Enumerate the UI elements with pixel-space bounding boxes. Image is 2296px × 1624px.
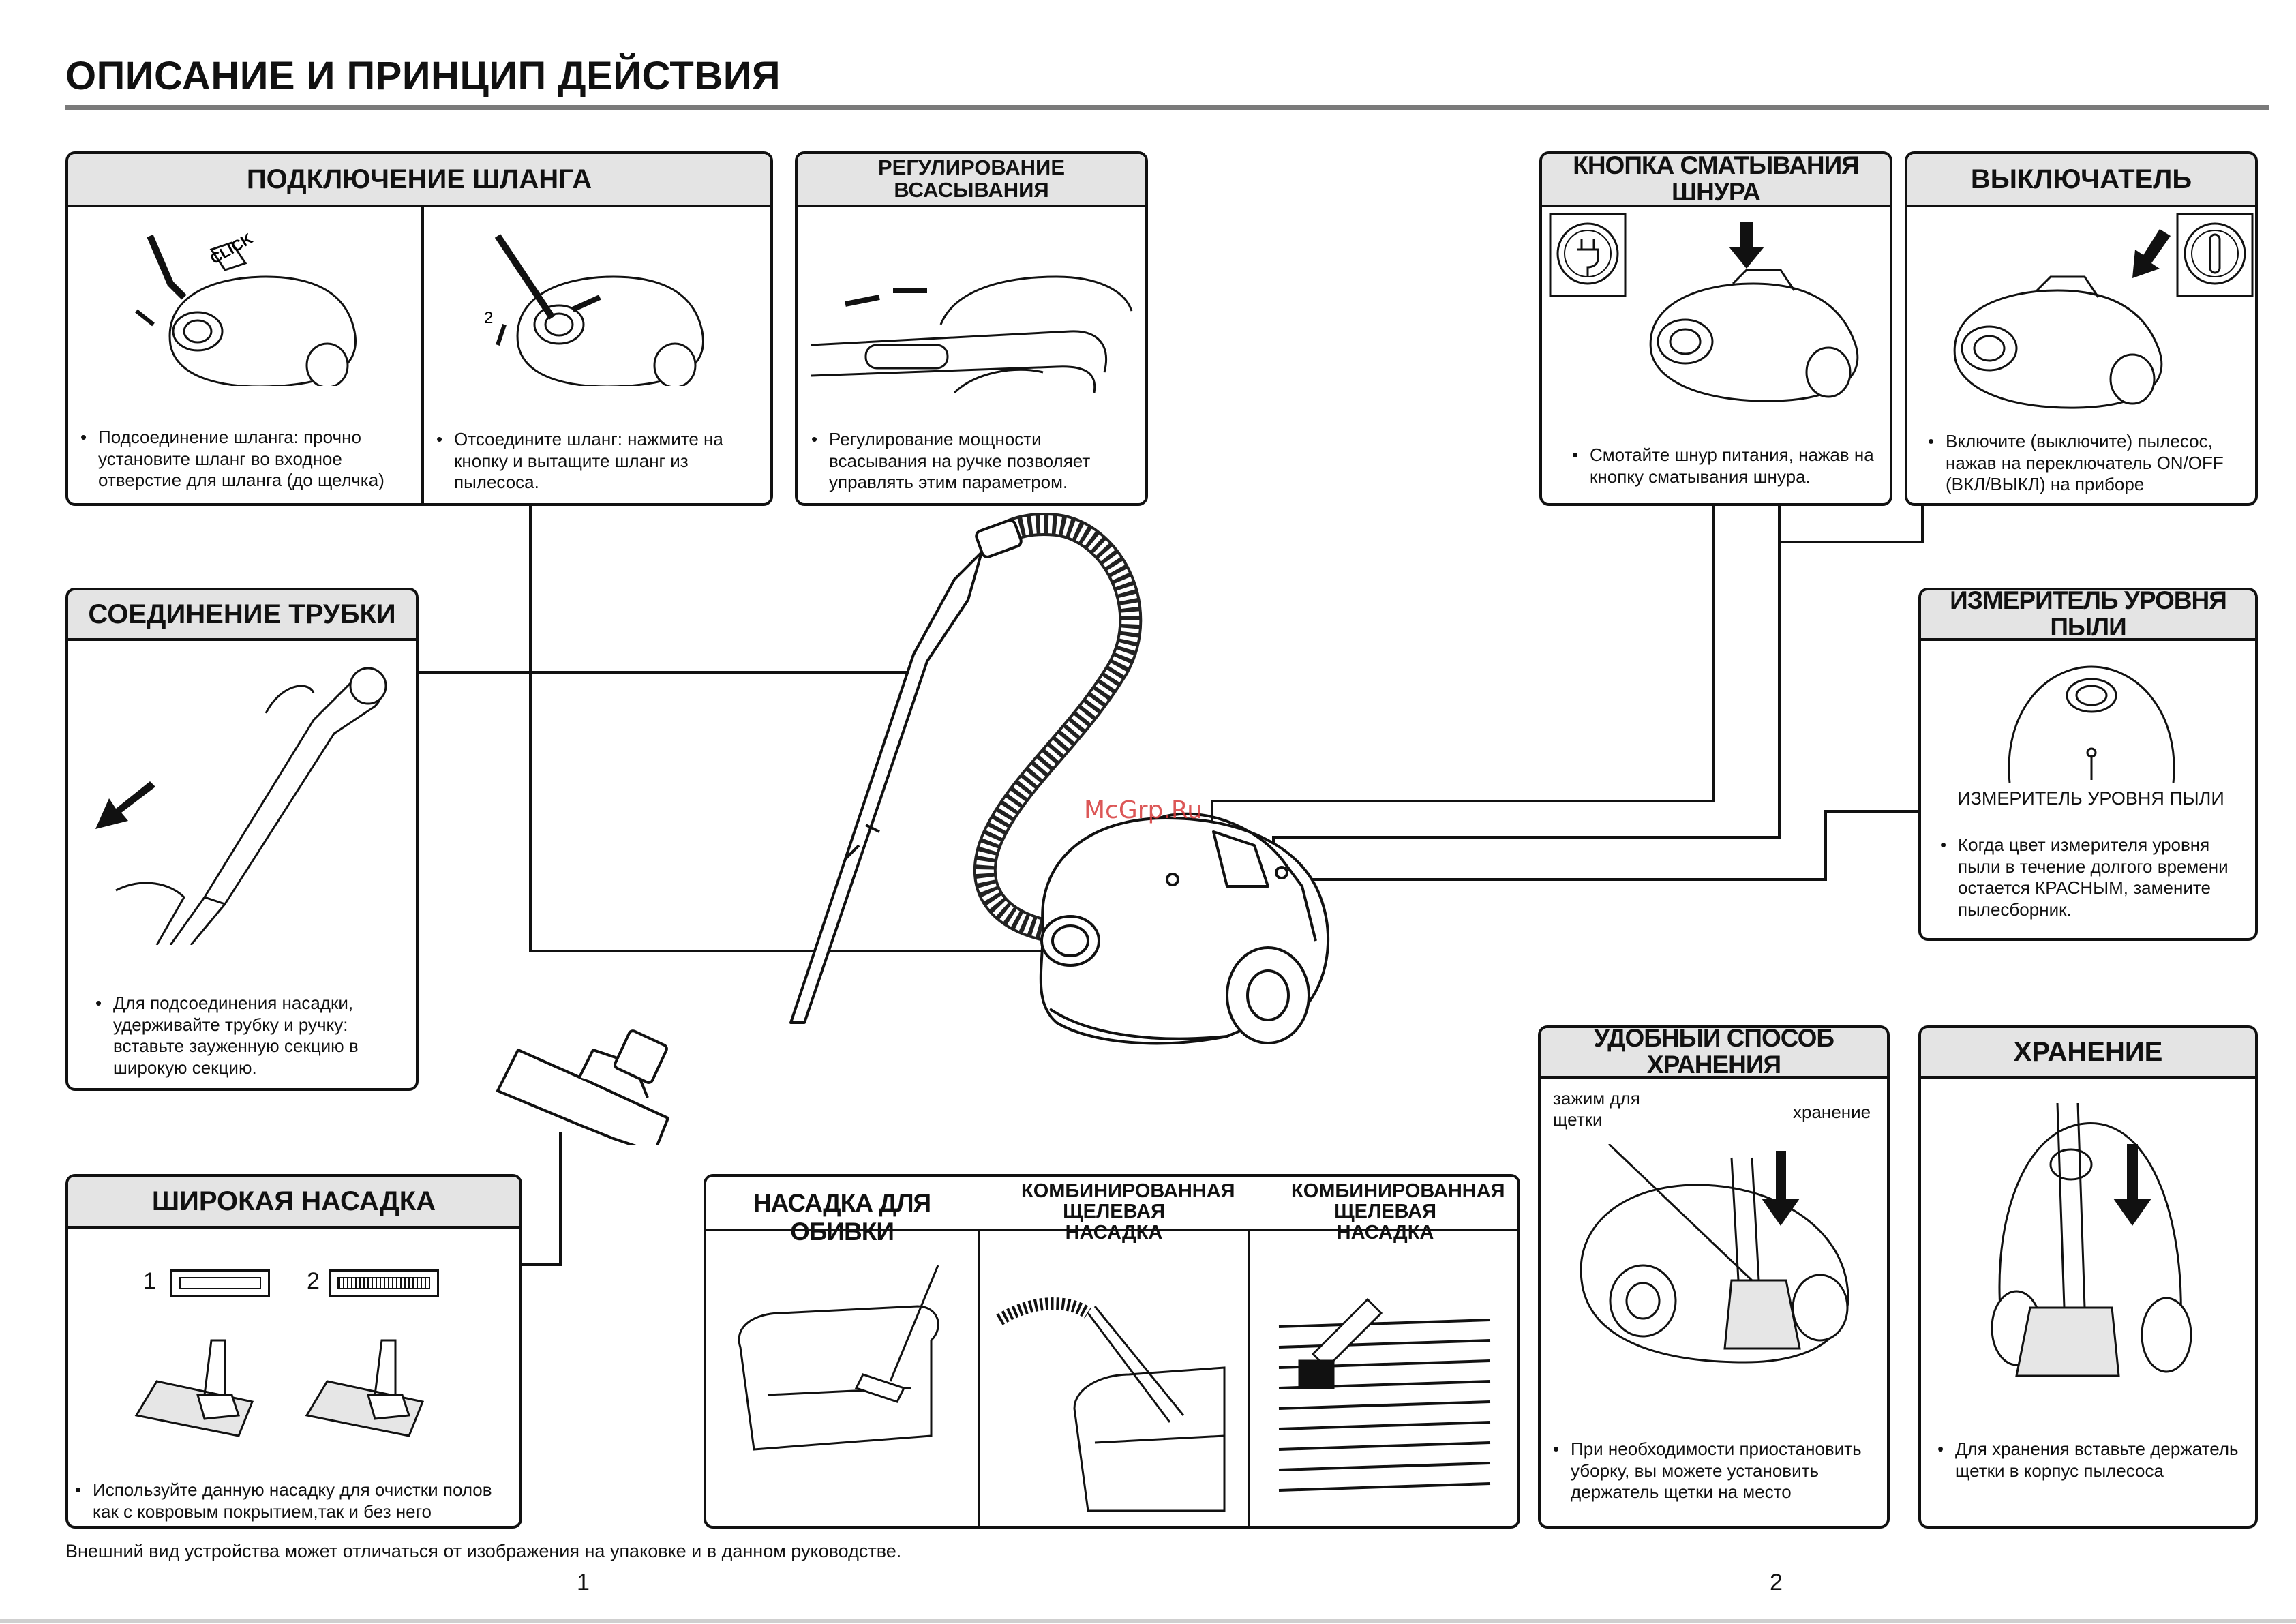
panel-storage: ХРАНЕНИЕ • Для хранения вставьте держате…	[1918, 1025, 2258, 1529]
storage-caption: • Для хранения вставьте держатель щетки …	[1937, 1439, 2239, 1481]
panel-suction: РЕГУЛИРОВАНИЕ ВСАСЫВАНИЯ • Регулирование…	[795, 151, 1148, 506]
page-number-2: 2	[1770, 1569, 1783, 1595]
panel-dust: ИЗМЕРИТЕЛЬ УРОВНЯ ПЫЛИ ИЗМЕРИТЕЛЬ УРОВНЯ…	[1918, 588, 2258, 941]
upholstery-tool-illustration	[738, 1265, 939, 1451]
dust-indicator-label: ИЗМЕРИТЕЛЬ УРОВНЯ ПЫЛИ	[1957, 788, 2224, 809]
switch-vacuum-illustration	[1953, 229, 2171, 409]
bullet: •	[95, 993, 102, 1013]
tube-connection-illustration	[95, 667, 387, 945]
bullet: •	[1937, 1439, 1944, 1459]
title-rule	[65, 105, 2269, 110]
hose-detach-illustration: 2	[484, 234, 704, 386]
suction-caption: • Регулирование мощности всасывания на р…	[811, 429, 1091, 493]
crevice-tool-sofa-illustration	[996, 1297, 1226, 1512]
storage-illustration	[1991, 1103, 2192, 1377]
suction-handle-illustration	[811, 275, 1133, 393]
handy-caption: • При необходимости приостановить уборку…	[1553, 1439, 1862, 1503]
cord-vacuum-illustration	[1649, 222, 1859, 402]
vacuum-illustration	[496, 513, 1330, 1145]
tools-divider-2	[1248, 1177, 1250, 1526]
brush-tool-illustration	[1278, 1297, 1491, 1492]
panel-tube: СОЕДИНЕНИЕ ТРУБКИ • Для подсоединения на…	[65, 588, 419, 1091]
mode-1-label: 1	[143, 1268, 156, 1294]
panel-switch-title: ВЫКЛЮЧАТЕЛЬ	[1907, 154, 2255, 207]
panel-tools: НАСАДКА ДЛЯ ОБИВКИ КОМБИНИРОВАННАЯ ЩЕЛЕВ…	[704, 1174, 1520, 1529]
step-label: 2	[484, 309, 493, 327]
plug-icon	[1549, 213, 1627, 297]
handy-storage-illustration	[1580, 1144, 1849, 1364]
bottom-edge	[0, 1619, 2296, 1623]
tools-col1-title: НАСАДКА ДЛЯ ОБИВКИ	[753, 1189, 931, 1246]
panel-dust-title: ИЗМЕРИТЕЛЬ УРОВНЯ ПЫЛИ	[1921, 590, 2255, 641]
bullet: •	[1553, 1439, 1560, 1459]
mode-2-label: 2	[307, 1268, 320, 1294]
click-label: CLICK	[207, 230, 256, 267]
bullet: •	[75, 1479, 82, 1500]
panel-cord-title: КНОПКА СМАТЫВАНИЯ ШНУРА	[1542, 154, 1890, 207]
floor-caption: • Используйте данную насадку для очистки…	[75, 1479, 492, 1522]
panel-hose-divider	[421, 207, 424, 503]
tools-col2-title: КОМБИНИРОВАННАЯ ЩЕЛЕВАЯ НАСАДКА	[1021, 1180, 1235, 1244]
panel-handy-title: УДОБНЫЙ СПОСОБ ХРАНЕНИЯ	[1541, 1028, 1887, 1079]
hose-caption-left: • Подсоединение шланга: прочно установит…	[80, 427, 384, 491]
footnote: Внешний вид устройства может отличаться …	[65, 1541, 902, 1561]
power-icon	[2176, 213, 2254, 297]
panel-suction-title: РЕГУЛИРОВАНИЕ ВСАСЫВАНИЯ	[798, 154, 1145, 207]
page-number-1: 1	[577, 1569, 590, 1595]
cord-caption: • Смотайте шнур питания, нажав на кнопку…	[1572, 445, 1874, 487]
floor-nozzle-illustrations	[134, 1339, 425, 1437]
switch-caption: • Включите (выключите) пылесос, нажав на…	[1928, 431, 2224, 495]
tools-divider-1	[978, 1177, 980, 1526]
storage-label: хранение	[1793, 1102, 1871, 1122]
hose-caption-right: • Отсоедините шланг: нажмите на кнопку и…	[436, 429, 723, 493]
mode-2-icon	[329, 1269, 439, 1297]
panel-hose: ПОДКЛЮЧЕНИЕ ШЛАНГА CLICK 2 • Подсоединен…	[65, 151, 773, 506]
panel-floor: ШИРОКАЯ НАСАДКА 1 2 • Используйте данную…	[65, 1174, 522, 1529]
bullet: •	[1572, 445, 1579, 465]
tools-col3-title: КОМБИНИРОВАННАЯ ЩЕЛЕВАЯ НАСАДКА	[1291, 1180, 1505, 1244]
panel-handy-storage: УДОБНЫЙ СПОСОБ ХРАНЕНИЯ зажим для щетки …	[1538, 1025, 1890, 1529]
dust-caption: • Когда цвет измерителя уровня пыли в те…	[1940, 834, 2229, 920]
mode-1-icon	[170, 1269, 270, 1297]
bullet: •	[811, 429, 818, 449]
bullet: •	[80, 427, 87, 447]
dust-indicator-illustration	[2008, 665, 2175, 783]
bullet: •	[1940, 834, 1947, 855]
page-title: ОПИСАНИЕ И ПРИНЦИП ДЕЙСТВИЯ	[65, 54, 781, 98]
bullet: •	[1928, 431, 1935, 451]
panel-tube-title: СОЕДИНЕНИЕ ТРУБКИ	[68, 590, 416, 641]
panel-storage-title: ХРАНЕНИЕ	[1921, 1028, 2255, 1079]
panel-hose-title: ПОДКЛЮЧЕНИЕ ШЛАНГА	[68, 154, 770, 207]
hose-attach-illustration: CLICK	[135, 230, 357, 386]
panel-switch: ВЫКЛЮЧАТЕЛЬ • Включите (выключите) пылес…	[1905, 151, 2258, 506]
panel-cord: КНОПКА СМАТЫВАНИЯ ШНУРА • Смотайте шнур …	[1539, 151, 1892, 506]
bullet: •	[436, 429, 443, 449]
panel-floor-title: ШИРОКАЯ НАСАДКА	[68, 1177, 519, 1229]
tools-header-row	[706, 1177, 1517, 1231]
brush-clip-label: зажим для щетки	[1553, 1088, 1640, 1130]
tube-caption: • Для подсоединения насадки, удерживайте…	[95, 993, 359, 1079]
watermark: McGrp.Ru	[1084, 796, 1203, 824]
